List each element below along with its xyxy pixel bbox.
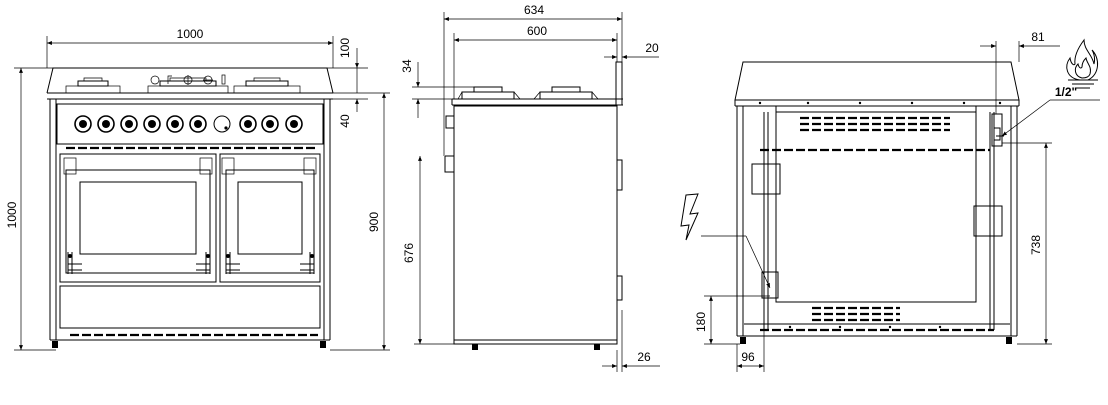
front-view: 1000 1000 100 40 900 (5, 27, 390, 351)
front-foot-right (320, 341, 326, 348)
rear-foot-right (1006, 337, 1012, 344)
front-control-symbols (150, 74, 226, 85)
dim-front-height: 1000 (5, 201, 19, 228)
rear-screws-top (758, 101, 1002, 105)
dim-side-body-depth: 600 (527, 24, 547, 38)
dim-side-depth: 634 (524, 3, 544, 17)
dim-front-width: 1000 (177, 27, 204, 41)
dim-rear-elec-height: 180 (694, 312, 708, 332)
front-drawer (59, 285, 321, 329)
side-foot-back (594, 344, 600, 350)
rear-electric-box (761, 271, 779, 299)
lightning-arrow-icon (680, 193, 771, 289)
side-burners (457, 86, 599, 100)
rear-box-left (751, 163, 781, 195)
dim-front-panel-offset: 40 (338, 114, 352, 128)
dim-side-body-height: 676 (402, 243, 416, 263)
dim-rear-elec-offset: 96 (741, 350, 755, 364)
rear-view: 81 1/2" 738 180 96 (680, 30, 1100, 372)
dim-side-hob-height: 34 (400, 59, 414, 73)
rear-worktop (734, 61, 1020, 101)
rear-foot-left (740, 337, 746, 344)
dim-rear-gas-offset: 81 (1031, 30, 1045, 44)
front-knobs (74, 115, 303, 133)
rear-back-panel (775, 111, 977, 303)
side-body (453, 105, 618, 345)
front-foot-left (52, 341, 58, 348)
front-right-oven-door (219, 153, 321, 283)
front-left-oven-door (59, 153, 217, 283)
rear-screws-bottom (788, 325, 942, 329)
side-knob (445, 115, 455, 129)
dim-front-upstand: 100 (338, 38, 352, 58)
dim-rear-gas-height: 738 (1029, 235, 1043, 255)
dim-side-foot-offset: 26 (637, 350, 651, 364)
side-view: 634 600 20 34 676 26 (400, 3, 660, 372)
front-burners (65, 77, 301, 94)
front-worktop (46, 67, 334, 94)
dim-front-worktop-height: 900 (367, 212, 381, 232)
rear-vents (760, 116, 990, 322)
rear-box-right (973, 205, 1003, 237)
dim-side-handle-offset: 20 (645, 41, 659, 55)
gas-thread-label: 1/2" (1055, 85, 1077, 99)
flame-icon (1066, 38, 1098, 89)
front-control-panel (56, 103, 324, 145)
side-foot-front (472, 344, 478, 350)
rear-gas-inlet (991, 113, 1004, 147)
